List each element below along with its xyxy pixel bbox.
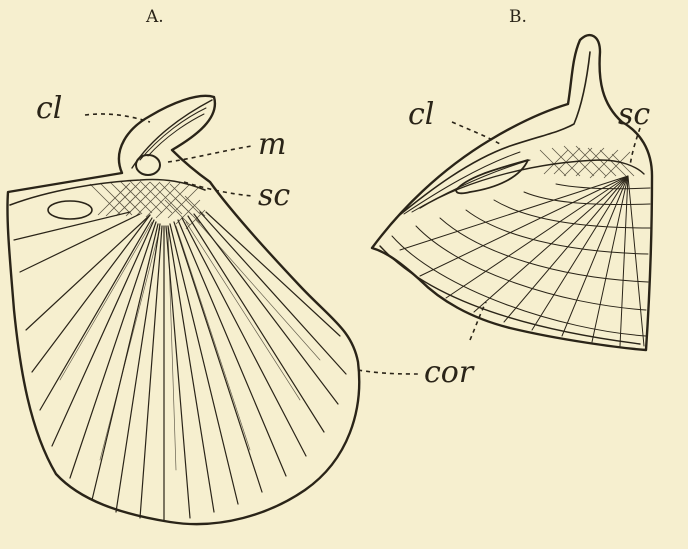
mesocoracoid-a <box>136 155 160 175</box>
label-sc-a: sc <box>258 178 290 213</box>
label-cor: cor <box>424 355 475 390</box>
specimen-a-outline <box>7 96 359 524</box>
label-sc-b: sc <box>618 97 650 132</box>
leader-cl-b <box>452 122 500 144</box>
specimen-a <box>7 96 359 524</box>
fine-rays-a <box>60 220 320 470</box>
basal-foramen-a <box>48 201 92 219</box>
panel-a-title: A. <box>145 7 164 27</box>
leader-cor <box>358 370 418 374</box>
label-cl-b: cl <box>408 97 434 132</box>
label-m-a: m <box>258 127 286 162</box>
specimen-b <box>372 35 652 350</box>
label-cl-a: cl <box>36 91 62 126</box>
crosshatch-a <box>90 181 205 229</box>
concentric-arcs-b <box>392 184 650 336</box>
basal-notch-b <box>456 160 528 193</box>
panel-b-title: B. <box>509 7 527 27</box>
clavicle-b-ridge <box>396 52 590 218</box>
clavicle-b-striae <box>404 152 530 214</box>
fin-rays-a <box>14 212 346 520</box>
